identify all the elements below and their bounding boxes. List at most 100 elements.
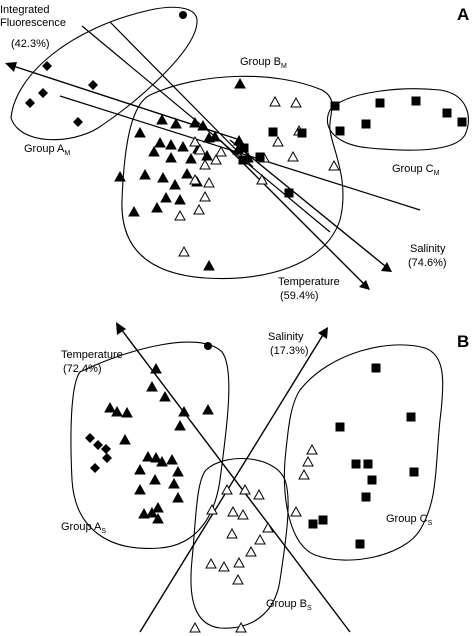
filled-triangle-marker (114, 170, 126, 182)
group-cs-label: Group CS (386, 513, 433, 527)
fluorescence-label-word: Fluorescence (0, 17, 66, 29)
filled-triangle-marker (172, 465, 184, 477)
salinity-b-label: Salinity (268, 331, 304, 343)
open-triangle-marker (205, 557, 217, 569)
salinity-a-label: Salinity (410, 243, 446, 255)
filled-triangle-marker (160, 191, 172, 203)
filled-triangle-marker (202, 403, 214, 415)
fluorescence-arrowhead (5, 62, 17, 72)
open-triangle-marker (194, 143, 206, 155)
filled-square-marker (367, 475, 377, 485)
filled-triangle-marker (189, 116, 201, 128)
filled-square-marker (255, 152, 265, 162)
open-triangle-marker (298, 468, 310, 480)
filled-square-marker (457, 117, 467, 127)
filled-square-marker (371, 363, 381, 373)
open-triangle-marker (227, 505, 239, 517)
filled-triangle-marker (150, 362, 162, 374)
filled-triangle-marker (128, 205, 140, 217)
diamond-marker (38, 88, 48, 98)
open-triangle-marker (174, 209, 186, 221)
panel-b: B Temperature (72.4%) Salinity (17.3%) G… (61, 322, 469, 633)
filled-triangle-marker (134, 463, 146, 475)
filled-triangle-marker (121, 406, 133, 418)
diamond-marker (73, 117, 83, 127)
open-triangle-marker (245, 545, 257, 557)
temperature-b-value: (72.4%) (63, 363, 102, 375)
open-triangle-marker (262, 521, 274, 533)
filled-triangle-marker (151, 201, 163, 213)
temperature-a-label: Temperature (278, 276, 340, 288)
points-a (25, 11, 467, 271)
points-b (85, 342, 419, 633)
filled-triangle-marker (169, 178, 181, 190)
filled-square-marker (361, 492, 371, 502)
filled-triangle-marker (152, 512, 164, 524)
filled-square-marker (297, 128, 307, 138)
diamond-marker (90, 463, 100, 473)
open-triangle-marker (269, 95, 281, 107)
temperature-b-label: Temperature (61, 349, 123, 361)
open-triangle-marker (290, 96, 302, 108)
filled-triangle-marker (166, 453, 178, 465)
filled-square-marker (239, 143, 249, 153)
open-triangle-marker (290, 505, 302, 517)
open-triangle-marker (189, 621, 201, 633)
open-triangle-marker (193, 203, 205, 215)
open-triangle-marker (199, 158, 211, 170)
filled-square-marker (335, 126, 345, 136)
filled-triangle-marker (119, 433, 131, 445)
open-triangle-marker (233, 556, 245, 568)
diamond-marker (93, 440, 103, 450)
filled-square-marker (409, 467, 419, 477)
filled-square-marker (351, 459, 361, 469)
salinity-a-value: (74.6%) (408, 257, 447, 269)
filled-triangle-marker (234, 77, 246, 89)
filled-triangle-marker (181, 167, 193, 179)
filled-triangle-marker (139, 168, 151, 180)
filled-triangle-marker (203, 259, 215, 271)
filled-triangle-marker (170, 117, 182, 129)
filled-square-marker (411, 96, 421, 106)
open-triangle-marker (206, 503, 218, 515)
open-triangle-marker (302, 455, 314, 467)
diamond-marker (102, 453, 112, 463)
open-triangle-marker (215, 145, 227, 157)
fluorescence-value: (42.3%) (11, 38, 50, 50)
group-am-envelope (10, 6, 198, 141)
open-triangle-marker (253, 488, 265, 500)
filled-triangle-marker (233, 134, 245, 146)
temperature-arrowhead (359, 280, 370, 290)
panel-b-letter: B (457, 332, 469, 351)
filled-square-marker (363, 459, 373, 469)
filled-square-marker (284, 188, 294, 198)
group-as-envelope (70, 341, 230, 550)
temperature-b-arrowhead (116, 322, 126, 335)
open-triangle-marker (226, 527, 238, 539)
dot-marker (204, 342, 212, 350)
filled-triangle-marker (157, 171, 169, 183)
filled-triangle-marker (134, 483, 146, 495)
open-triangle-marker (287, 150, 299, 162)
open-triangle-marker (235, 621, 247, 633)
diamond-marker (42, 61, 52, 71)
vector-5 (109, 21, 254, 168)
salinity-arrowhead (381, 262, 392, 272)
diamond-marker (85, 433, 95, 443)
filled-square-marker (375, 98, 385, 108)
filled-square-marker (442, 108, 452, 118)
dot-marker (179, 11, 187, 19)
open-triangle-marker (178, 245, 190, 257)
temperature-a-value: (59.4%) (280, 290, 319, 302)
group-cm-label: Group CM (392, 163, 440, 177)
filled-square-marker (406, 412, 416, 422)
filled-square-marker (335, 422, 345, 432)
open-triangle-marker (254, 533, 266, 545)
open-triangle-marker (239, 483, 251, 495)
filled-square-marker (268, 127, 278, 137)
filled-square-marker (318, 515, 328, 525)
filled-square-marker (330, 101, 340, 111)
filled-triangle-marker (156, 455, 168, 467)
open-triangle-marker (237, 508, 249, 520)
